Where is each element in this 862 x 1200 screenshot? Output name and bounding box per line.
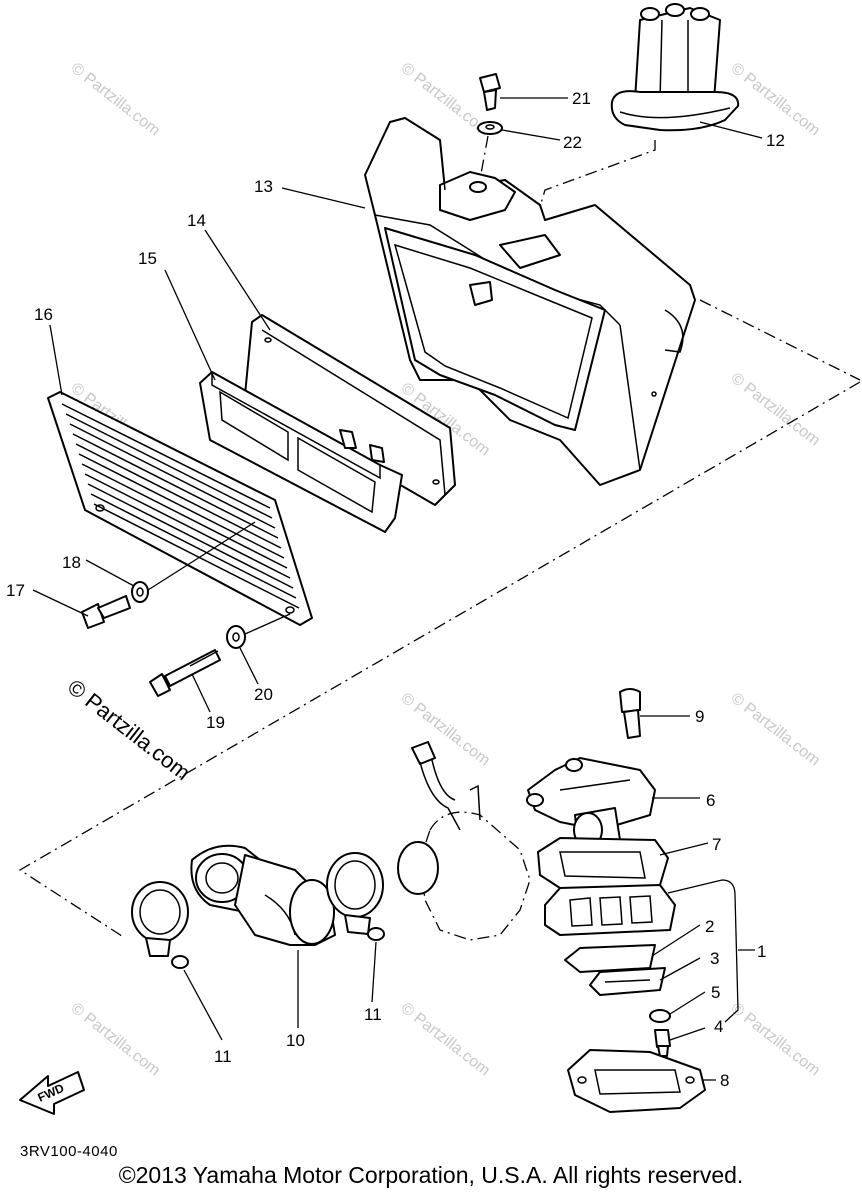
bolt-19 (149, 649, 221, 697)
leader-20 (239, 647, 259, 685)
leader-4 (669, 1027, 706, 1041)
callout-4: 4 (714, 1017, 723, 1036)
leader-19 (191, 673, 211, 713)
callout-13: 13 (254, 177, 273, 196)
callout-9: 9 (695, 707, 704, 726)
leader-16 (49, 324, 63, 396)
callout-15: 15 (138, 249, 157, 268)
callout-12: 12 (766, 131, 785, 150)
callout-1: 1 (757, 942, 766, 961)
leader-2 (651, 924, 701, 957)
watermark: © Partzilla.com (398, 690, 493, 770)
leader-21-13 (477, 135, 489, 191)
boundary-line-upper (699, 299, 861, 381)
callout-5: 5 (711, 983, 720, 1002)
callout-10: 10 (286, 1031, 305, 1050)
leader-18-16 (147, 521, 256, 591)
leader-18 (85, 559, 135, 587)
callout-14: 14 (187, 211, 206, 230)
leader-3 (659, 957, 701, 981)
washer-20 (226, 625, 246, 649)
callout-7: 7 (712, 835, 721, 854)
callout-8: 8 (720, 1071, 729, 1090)
callout-18: 18 (62, 553, 81, 572)
leader-11-left (183, 969, 223, 1041)
watermark: © Partzilla.com (728, 60, 823, 140)
leader-13 (281, 187, 366, 209)
cover-16 (47, 391, 313, 626)
leader-11-right (371, 941, 377, 1003)
washer-18 (131, 581, 149, 603)
leader-22 (501, 129, 561, 141)
watermark: © Partzilla.com (398, 1000, 493, 1080)
air-filter-case-13 (364, 117, 696, 486)
leader-17 (32, 589, 89, 617)
watermark: © Partzilla.com (68, 60, 163, 140)
part-code: 3RV100-4040 (20, 1143, 118, 1160)
callout-21: 21 (572, 89, 591, 108)
leader-14 (204, 229, 271, 331)
watermark: © Partzilla.com (728, 370, 823, 450)
leader-7 (659, 842, 709, 856)
screw-4 (654, 1029, 671, 1057)
callout-11-right: 11 (364, 1005, 382, 1024)
reed-valve-assembly-1 (544, 884, 676, 936)
callout-20: 20 (254, 685, 273, 704)
callout-3: 3 (710, 949, 719, 968)
callout-19: 19 (206, 713, 225, 732)
watermark: © Partzilla.com (728, 1000, 823, 1080)
callout-11-left: 11 (214, 1047, 232, 1066)
gasket-8 (567, 1049, 706, 1113)
leader-12 (699, 121, 763, 139)
carburetor-reference (397, 741, 531, 941)
stopper-3 (589, 967, 666, 996)
watermark: © Partzilla.com (728, 690, 823, 770)
joint-hose-10 (190, 844, 336, 946)
boundary-line-lower (18, 381, 861, 939)
clamp-11-left (131, 881, 189, 969)
intake-joint-12 (610, 3, 740, 132)
leader-5 (669, 991, 706, 1015)
reed-valve-2 (564, 944, 656, 973)
leader-1-bracket (667, 879, 739, 1023)
forward-arrow-icon: FWD (19, 1071, 85, 1115)
clamp-11-right (326, 852, 385, 941)
washer-5 (649, 1009, 671, 1023)
leader-20-16 (244, 613, 291, 635)
watermark: © Partzilla.com (68, 1000, 163, 1080)
washer-22 (477, 121, 503, 135)
callout-16: 16 (34, 305, 53, 324)
copyright-notice: ©2013 Yamaha Motor Corporation, U.S.A. A… (118, 1162, 744, 1188)
element-frame-15 (199, 371, 403, 533)
bolt-21 (479, 73, 501, 111)
callout-6: 6 (706, 791, 715, 810)
callout-2: 2 (705, 917, 714, 936)
leader-15 (164, 269, 216, 381)
callout-17: 17 (6, 581, 25, 600)
callout-22: 22 (563, 133, 582, 152)
bolt-9 (619, 688, 641, 739)
watermark-large: © Partzilla.com (63, 674, 195, 785)
bolt-17 (81, 595, 131, 629)
